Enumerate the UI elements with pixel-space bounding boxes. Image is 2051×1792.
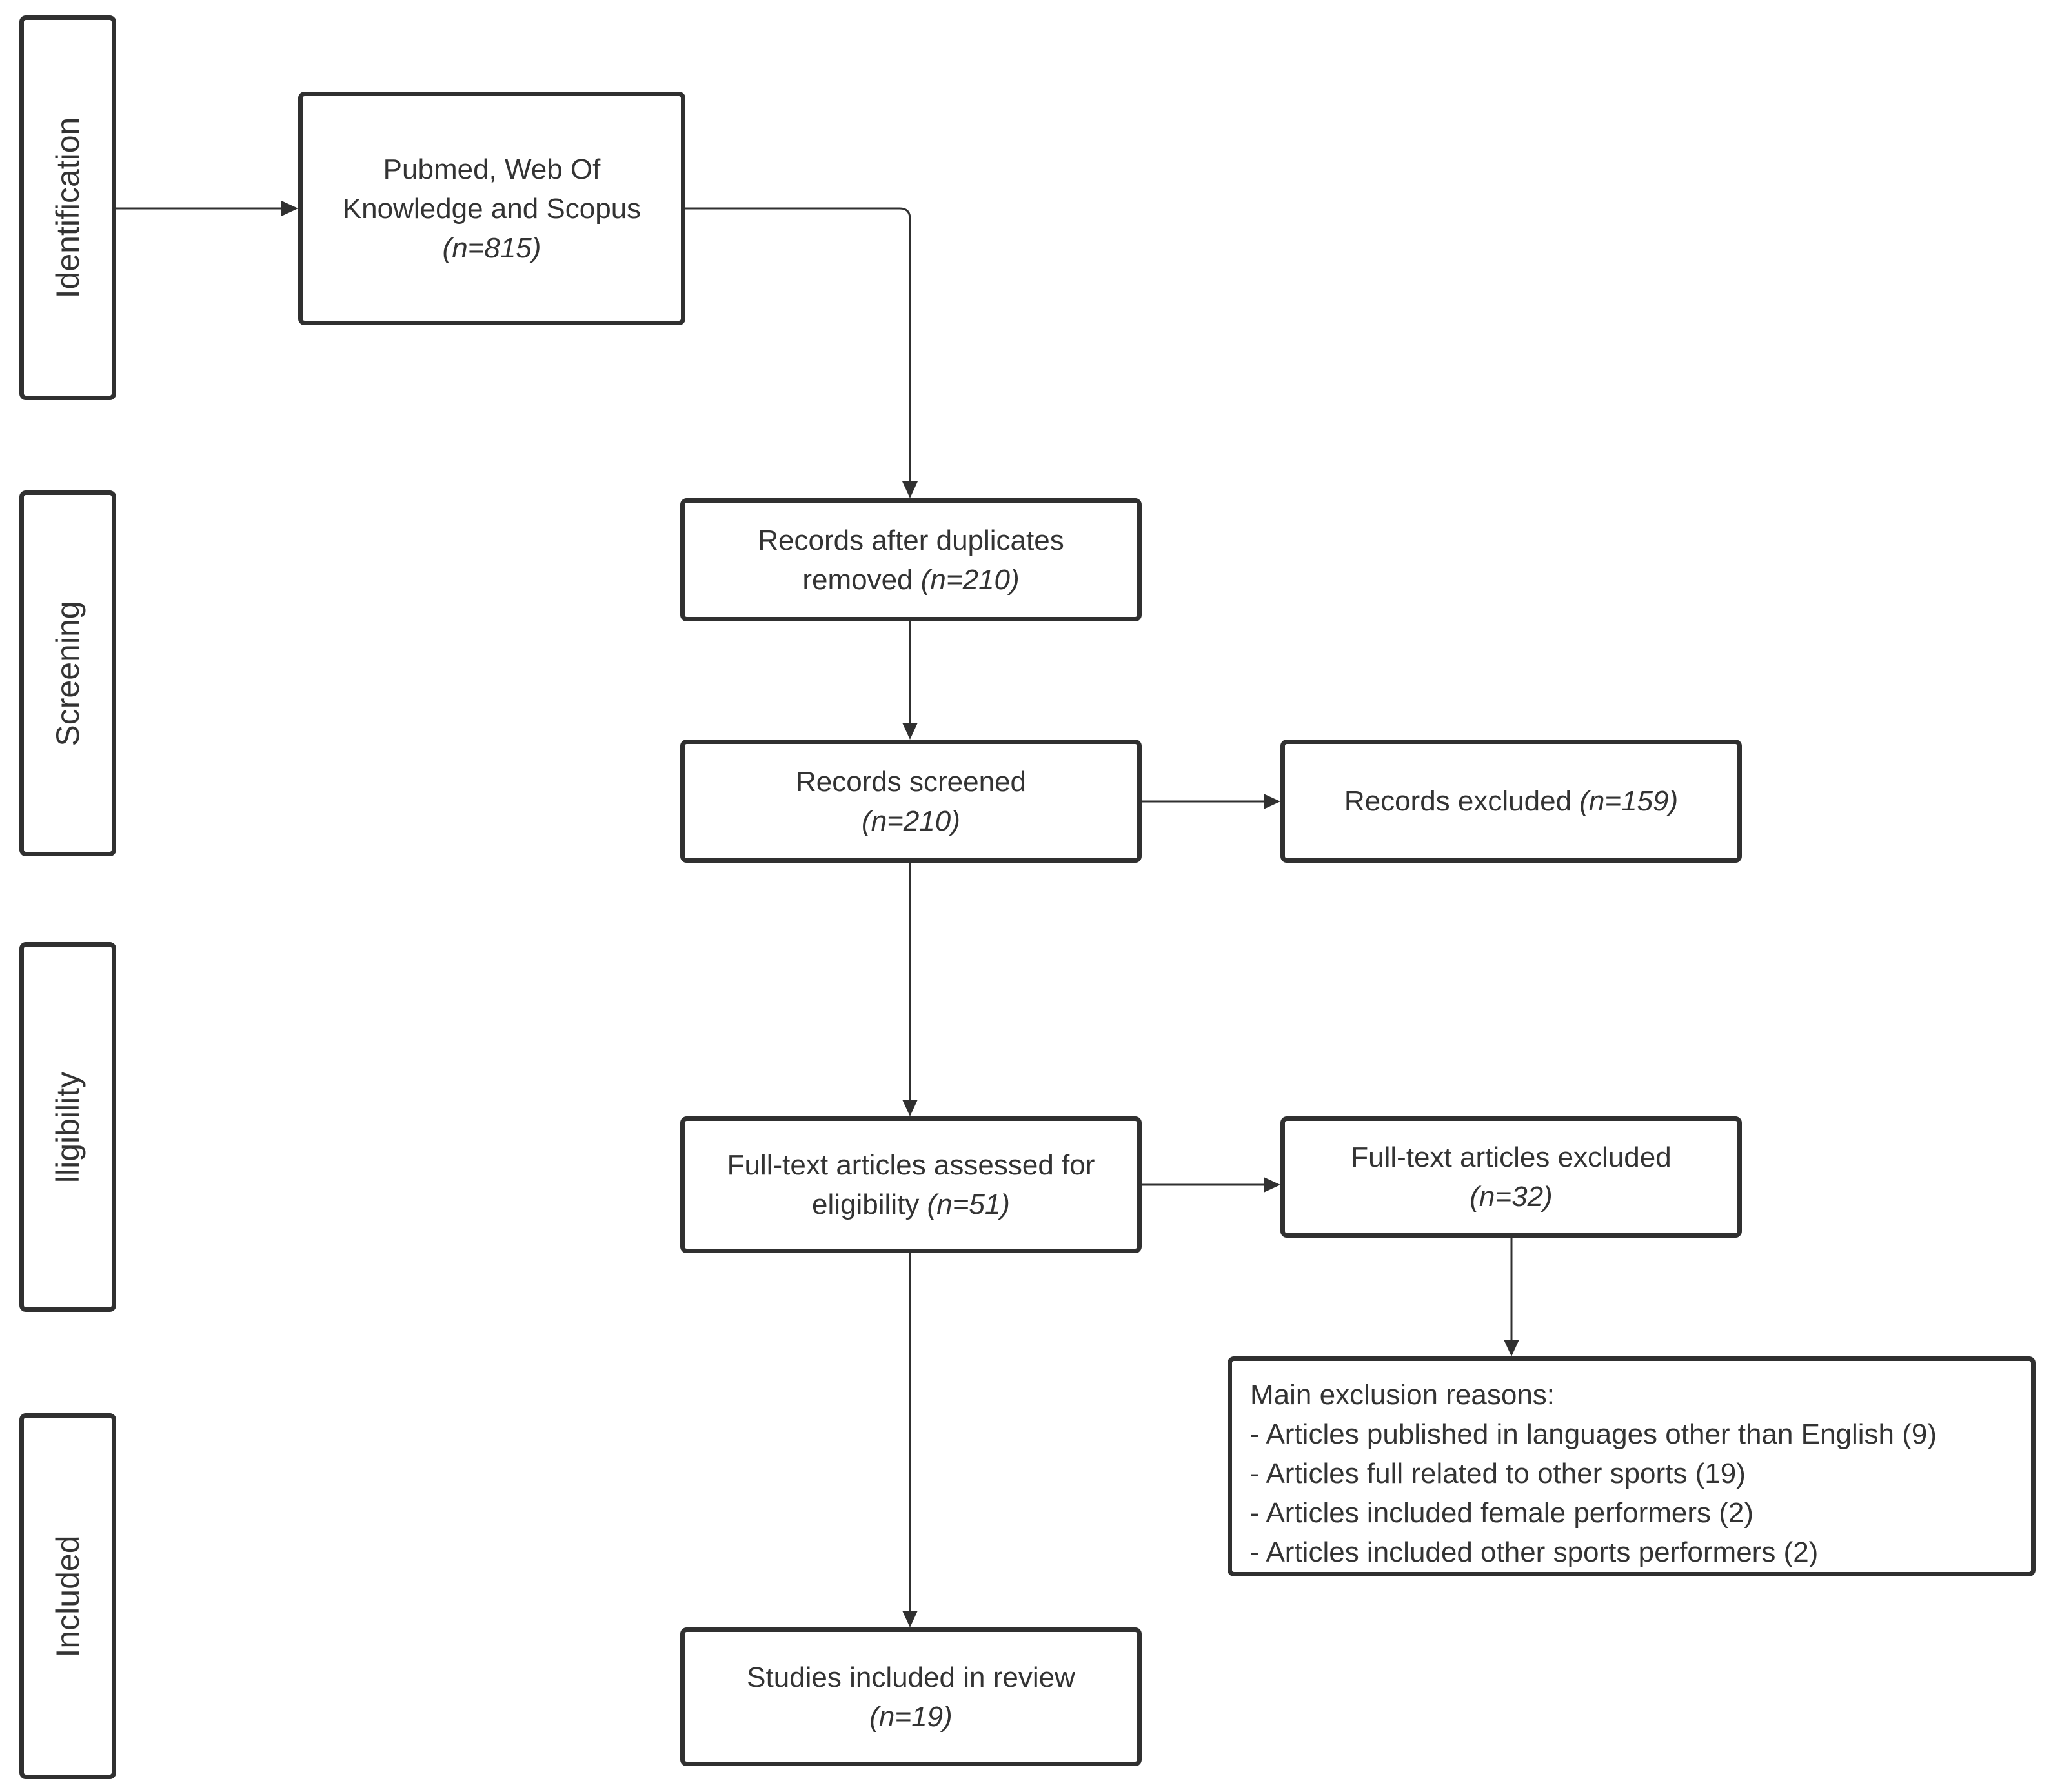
arrowhead-fulltext-excluded	[1264, 1177, 1280, 1193]
records-excluded-count: (n=159)	[1579, 785, 1679, 817]
stage-screening: Screening	[19, 490, 116, 856]
sources-count: (n=815)	[442, 232, 541, 264]
duplicates-removed-line2-row: removed (n=210)	[802, 560, 1019, 599]
stage-identification: Identification	[19, 15, 116, 400]
arrowhead-sources	[281, 201, 298, 216]
fulltext-assessed-line1: Full-text articles assessed for	[727, 1149, 1095, 1181]
arrowhead-fulltext	[902, 1100, 918, 1116]
arrowhead-records-excluded	[1264, 794, 1280, 809]
fulltext-assessed-line2: eligibility	[812, 1189, 927, 1220]
duplicates-removed-box: Records after duplicates removed (n=210)	[680, 498, 1142, 621]
stage-included-label: Included	[50, 1535, 86, 1658]
exclusion-reason-item: - Articles published in languages other …	[1250, 1418, 1937, 1450]
stage-eligibility: lligibility	[19, 942, 116, 1312]
fulltext-assessed-count: (n=51)	[927, 1189, 1010, 1220]
fulltext-excluded-count: (n=32)	[1470, 1181, 1553, 1213]
fulltext-excluded-box: Full-text articles excluded (n=32)	[1280, 1116, 1742, 1238]
arrowhead-screened	[902, 723, 918, 740]
exclusion-reasons-list: - Articles published in languages other …	[1250, 1414, 2013, 1572]
sources-box: Pubmed, Web Of Knowledge and Scopus (n=8…	[298, 92, 685, 325]
fulltext-assessed-line2-row: eligibility (n=51)	[812, 1185, 1010, 1224]
records-excluded-box: Records excluded (n=159)	[1280, 740, 1742, 863]
stage-eligibility-label: lligibility	[50, 1071, 86, 1183]
exclusion-reason-item: - Articles included other sports perform…	[1250, 1536, 1819, 1568]
studies-included-count: (n=19)	[869, 1700, 953, 1733]
stage-included: Included	[19, 1413, 116, 1779]
studies-included-label: Studies included in review	[747, 1661, 1075, 1693]
arrowhead-reasons	[1504, 1340, 1519, 1356]
arrowhead-duplicates	[902, 481, 918, 498]
duplicates-removed-line1: Records after duplicates	[758, 524, 1064, 556]
exclusion-reasons-title: Main exclusion reasons:	[1250, 1379, 1555, 1411]
arrowhead-included	[902, 1611, 918, 1627]
exclusion-reason-item: - Articles full related to other sports …	[1250, 1458, 1746, 1489]
stage-screening-label: Screening	[50, 600, 86, 747]
records-excluded-row: Records excluded (n=159)	[1344, 781, 1678, 821]
stage-identification-label: Identification	[50, 117, 86, 299]
records-screened-box: Records screened (n=210)	[680, 740, 1142, 863]
fulltext-excluded-label: Full-text articles excluded	[1351, 1142, 1672, 1173]
studies-included-box: Studies included in review (n=19)	[680, 1627, 1142, 1766]
records-excluded-label: Records excluded	[1344, 785, 1580, 817]
records-screened-count: (n=210)	[862, 805, 960, 837]
sources-line2: Knowledge and Scopus	[342, 192, 642, 225]
exclusion-reason-item: - Articles included female performers (2…	[1250, 1497, 1754, 1529]
fulltext-assessed-box: Full-text articles assessed for eligibil…	[680, 1116, 1142, 1253]
records-screened-label: Records screened	[795, 765, 1027, 798]
arrow-sources-to-duplicates	[684, 207, 911, 496]
exclusion-reasons-box: Main exclusion reasons: - Articles publi…	[1228, 1356, 2036, 1576]
sources-line1: Pubmed, Web Of	[383, 153, 601, 185]
duplicates-removed-line2: removed	[802, 563, 921, 596]
duplicates-removed-count: (n=210)	[920, 563, 1020, 596]
